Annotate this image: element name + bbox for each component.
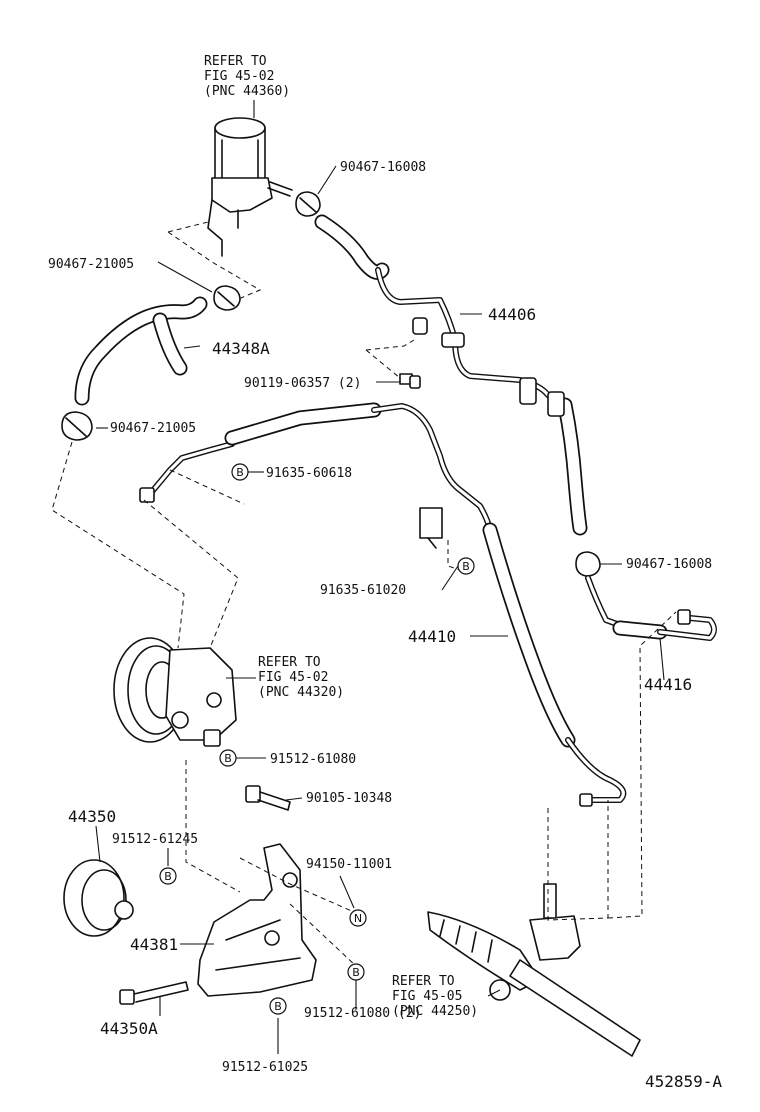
label-94150-11001: 94150-11001: [306, 857, 392, 872]
svg-text:B: B: [164, 870, 172, 883]
return-hose-44406: [314, 214, 588, 536]
figure-id: 452859-A: [645, 1072, 722, 1091]
marker-b-5: B: [347, 963, 365, 981]
marker-b-1: B: [231, 463, 249, 481]
svg-text:(PNC 44360): (PNC 44360): [204, 84, 290, 99]
svg-text:B: B: [352, 966, 360, 979]
label-91635-61020: 91635-61020: [320, 583, 406, 598]
bracket-44381: [197, 843, 317, 997]
label-44410: 44410: [408, 627, 456, 646]
label-90105-10348: 90105-10348: [306, 791, 392, 806]
svg-text:FIG 45-02: FIG 45-02: [204, 69, 274, 84]
svg-text:FIG 45-02: FIG 45-02: [258, 670, 328, 685]
leader-lines: [95, 100, 665, 1054]
label-90467-21005-a: 90467-21005: [48, 257, 134, 272]
label-91635-60618: 91635-60618: [266, 466, 352, 481]
hose-clamp-mid: [575, 551, 601, 577]
bolt-44350a: [119, 981, 189, 1005]
bolt-90119: [399, 373, 421, 389]
label-90119-06357: 90119-06357 (2): [244, 376, 361, 391]
pressure-hose-44410: [139, 402, 627, 807]
svg-text:B: B: [224, 752, 232, 765]
label-44416: 44416: [644, 675, 692, 694]
marker-b-3: B: [219, 749, 237, 767]
label-91512-61025: 91512-61025: [222, 1060, 308, 1075]
label-90467-16008-top: 90467-16008: [340, 160, 426, 175]
dashed-connections: [51, 221, 677, 967]
svg-text:N: N: [354, 912, 362, 925]
label-90467-21005-b: 90467-21005: [110, 421, 196, 436]
label-44350: 44350: [68, 807, 116, 826]
svg-text:REFER TO: REFER TO: [392, 974, 455, 989]
label-44406: 44406: [488, 305, 536, 324]
hose-clamp-top: [295, 191, 321, 217]
ref-pump: REFER TO FIG 45-02 (PNC 44320): [258, 655, 344, 700]
label-44381: 44381: [130, 935, 178, 954]
svg-text:B: B: [462, 560, 470, 573]
label-90467-16008-mid: 90467-16008: [626, 557, 712, 572]
marker-b-6: B: [269, 997, 287, 1015]
hose-clamp-b: [61, 411, 93, 441]
label-91512-61080-2: 91512-61080 (2): [304, 1006, 421, 1021]
ref-reservoir: REFER TO FIG 45-02 (PNC 44360): [204, 54, 290, 99]
steering-gear-illustration: [427, 883, 641, 1057]
svg-text:B: B: [236, 466, 244, 479]
label-44350a: 44350A: [100, 1019, 158, 1038]
svg-text:(PNC 44250): (PNC 44250): [392, 1004, 478, 1019]
marker-b-2: B: [457, 557, 475, 575]
label-91512-61080: 91512-61080: [270, 752, 356, 767]
svg-text:(PNC 44320): (PNC 44320): [258, 685, 344, 700]
label-44348a: 44348A: [212, 339, 270, 358]
svg-text:FIG 45-05: FIG 45-05: [392, 989, 462, 1004]
suction-hose-44348a: [74, 296, 208, 406]
marker-b-4: B: [159, 867, 177, 885]
idler-pulley-44350: [63, 859, 134, 937]
svg-text:REFER TO: REFER TO: [258, 655, 321, 670]
return-hose-44416: [585, 575, 717, 641]
power-steering-pump-illustration: [113, 637, 237, 747]
reservoir-illustration: [207, 117, 293, 257]
hose-clamp-a: [213, 285, 241, 311]
bolt-90105: [245, 785, 291, 811]
svg-text:B: B: [274, 1000, 282, 1013]
marker-n: N: [349, 909, 367, 927]
svg-text:REFER TO: REFER TO: [204, 54, 267, 69]
ref-gear: REFER TO FIG 45-05 (PNC 44250): [392, 974, 478, 1019]
label-91512-61245: 91512-61245: [112, 832, 198, 847]
